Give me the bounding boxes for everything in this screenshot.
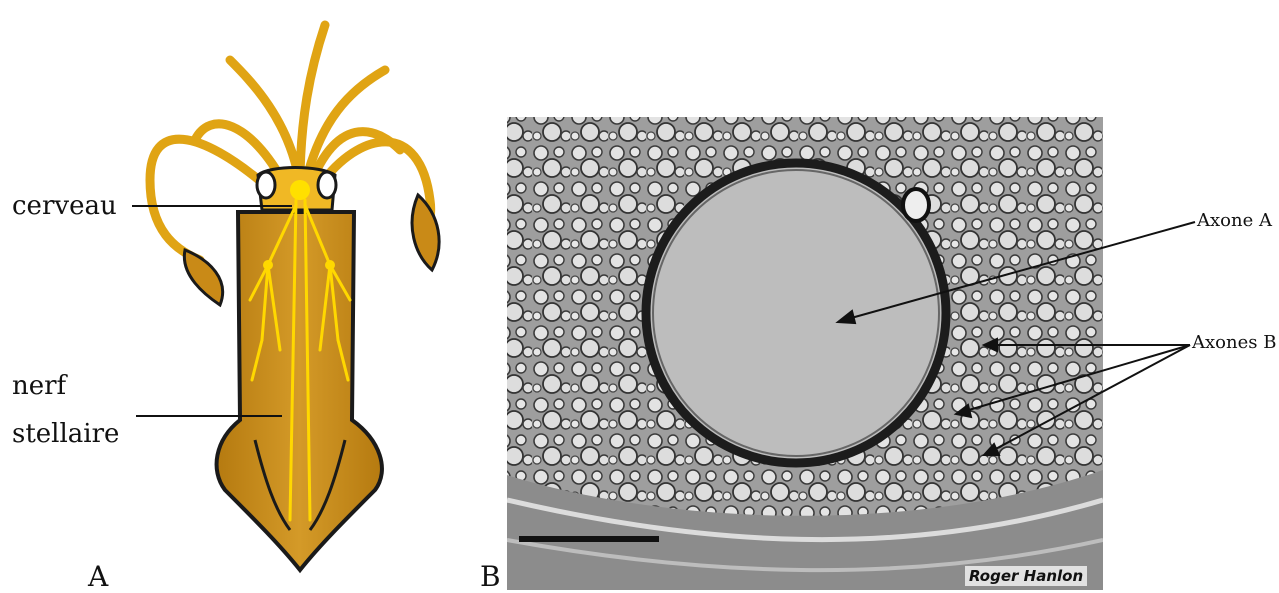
panel-letter-b: B bbox=[480, 562, 501, 593]
small-vessel bbox=[903, 189, 929, 221]
giant-axon bbox=[646, 163, 946, 463]
label-axones-b: Axones B bbox=[1192, 333, 1276, 353]
label-axone-a: Axone A bbox=[1197, 211, 1272, 231]
photo-credit: Roger Hanlon bbox=[965, 566, 1087, 586]
scale-bar bbox=[519, 536, 659, 542]
